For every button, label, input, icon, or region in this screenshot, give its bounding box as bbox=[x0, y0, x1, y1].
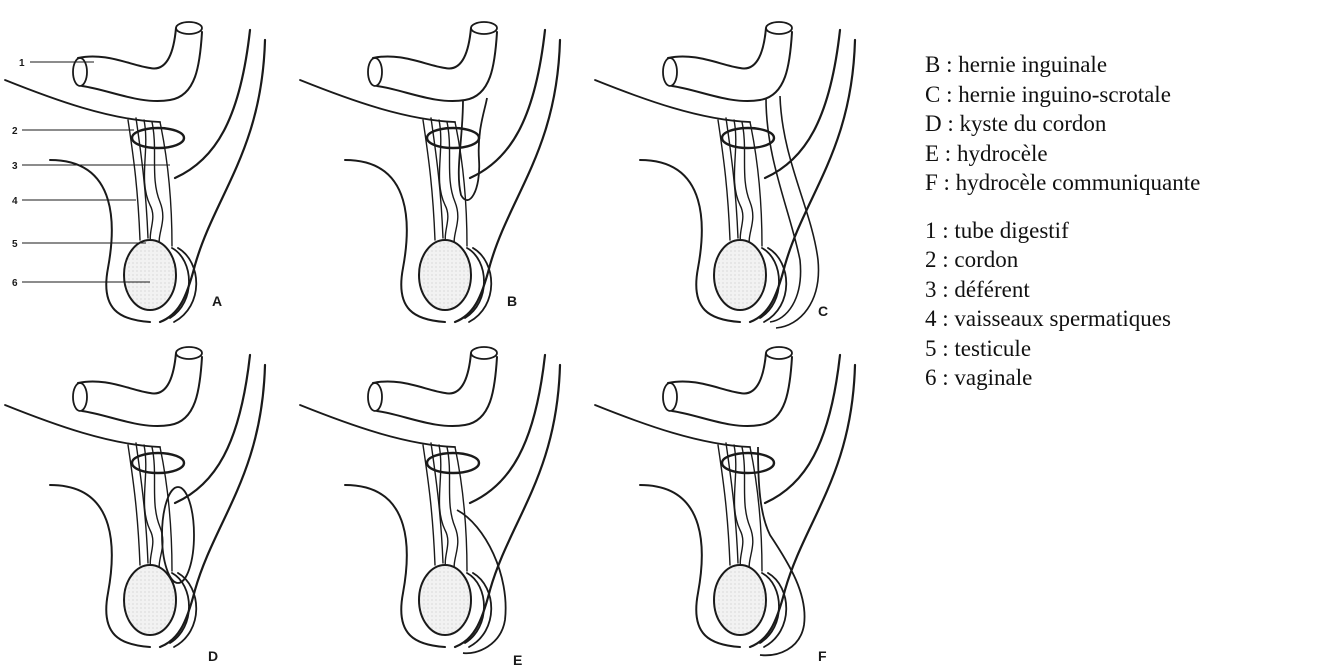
label-1: 1 bbox=[19, 58, 25, 69]
panel-letter-c: C bbox=[818, 303, 828, 319]
legend-condition-d: D : kyste du cordon bbox=[925, 109, 1320, 139]
label-5: 5 bbox=[12, 239, 18, 250]
panel-b: B bbox=[300, 22, 560, 322]
panel-c: C bbox=[595, 22, 855, 328]
legend-anatomy-1: 1 : tube digestif bbox=[925, 216, 1320, 246]
legend-anatomy-5: 5 : testicule bbox=[925, 334, 1320, 364]
legend-condition-c: C : hernie inguino-scrotale bbox=[925, 80, 1320, 110]
legend-anatomy-2: 2 : cordon bbox=[925, 245, 1320, 275]
panel-letter-f: F bbox=[818, 648, 827, 664]
label-4: 4 bbox=[12, 196, 18, 207]
inguinal-pathology-figure: 1 2 3 4 5 6 A B C D E F bbox=[0, 0, 900, 665]
label-3: 3 bbox=[12, 161, 18, 172]
legend-anatomy-3: 3 : déférent bbox=[925, 275, 1320, 305]
legend-condition-f: F : hydrocèle communiquante bbox=[925, 168, 1320, 198]
panel-f: F bbox=[595, 347, 855, 664]
legend-condition-e: E : hydrocèle bbox=[925, 139, 1320, 169]
label-6: 6 bbox=[12, 278, 18, 289]
panel-letter-b: B bbox=[507, 293, 517, 309]
label-2: 2 bbox=[12, 126, 18, 137]
legend-anatomy-4: 4 : vaisseaux spermatiques bbox=[925, 304, 1320, 334]
panel-letter-d: D bbox=[208, 648, 218, 664]
anatomy-legend: 1 : tube digestif 2 : cordon 3 : déféren… bbox=[925, 216, 1320, 393]
conditions-legend: B : hernie inguinale C : hernie inguino-… bbox=[925, 50, 1320, 198]
panel-letter-e: E bbox=[513, 652, 522, 665]
panel-letter-a: A bbox=[212, 293, 222, 309]
panel-a: 1 2 3 4 5 6 A bbox=[5, 22, 265, 322]
legend-anatomy-6: 6 : vaginale bbox=[925, 363, 1320, 393]
legend-condition-b: B : hernie inguinale bbox=[925, 50, 1320, 80]
legend: B : hernie inguinale C : hernie inguino-… bbox=[925, 50, 1320, 393]
panel-d: D bbox=[5, 347, 265, 664]
panel-e: E bbox=[300, 347, 560, 665]
